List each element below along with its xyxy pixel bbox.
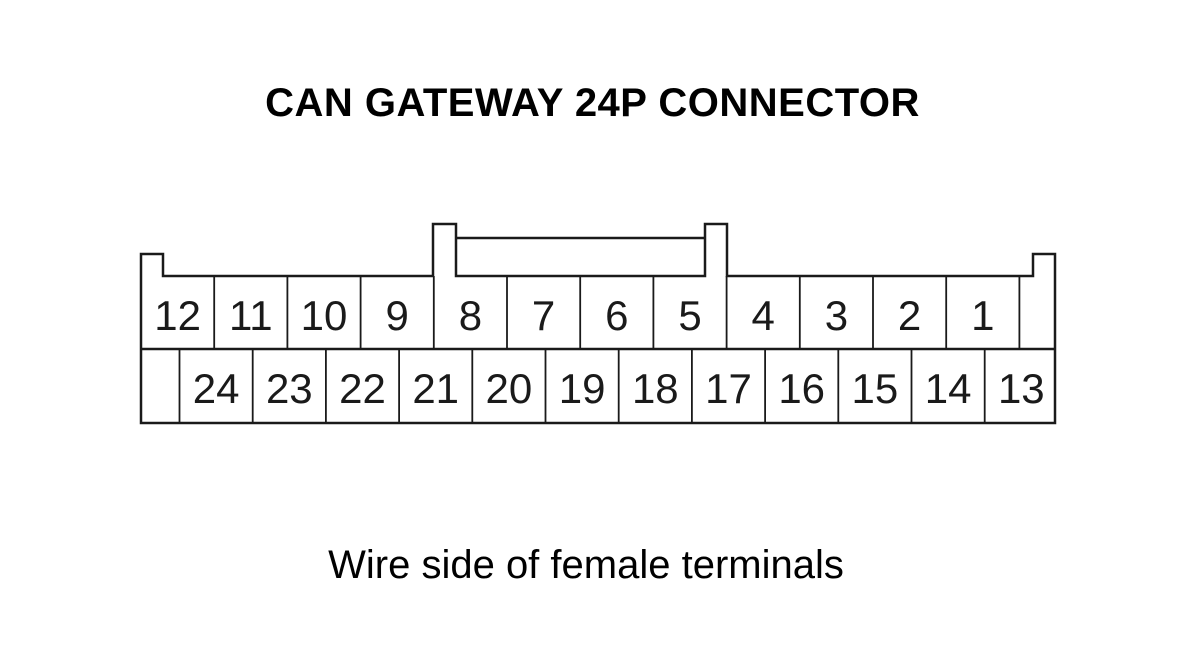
- terminal-12-label: 12: [154, 292, 201, 339]
- terminal-9-label: 9: [386, 292, 409, 339]
- terminal-11-label: 11: [229, 292, 273, 339]
- terminal-19-label: 19: [559, 365, 606, 412]
- terminal-17-label: 17: [705, 365, 752, 412]
- terminal-23-label: 23: [266, 365, 313, 412]
- terminal-1-label: 1: [971, 292, 994, 339]
- terminal-13-label: 13: [998, 365, 1045, 412]
- terminal-3-label: 3: [825, 292, 848, 339]
- terminal-6-label: 6: [605, 292, 628, 339]
- terminal-7-label: 7: [532, 292, 555, 339]
- terminal-15-label: 15: [852, 365, 899, 412]
- terminal-16-label: 16: [778, 365, 825, 412]
- terminal-cell-dividers: [178, 276, 1021, 423]
- terminal-21-label: 21: [412, 365, 459, 412]
- terminal-8-label: 8: [459, 292, 482, 339]
- terminal-4-label: 4: [752, 292, 775, 339]
- terminal-14-label: 14: [925, 365, 972, 412]
- terminal-24-label: 24: [193, 365, 240, 412]
- diagram-title: CAN GATEWAY 24P CONNECTOR: [265, 81, 920, 125]
- terminal-22-label: 22: [339, 365, 386, 412]
- terminal-2-label: 2: [898, 292, 921, 339]
- connector-outline: [139, 222, 1057, 425]
- diagram-caption: Wire side of female terminals: [328, 543, 844, 587]
- terminal-18-label: 18: [632, 365, 679, 412]
- terminal-5-label: 5: [678, 292, 701, 339]
- terminal-20-label: 20: [486, 365, 533, 412]
- terminal-10-label: 10: [301, 292, 348, 339]
